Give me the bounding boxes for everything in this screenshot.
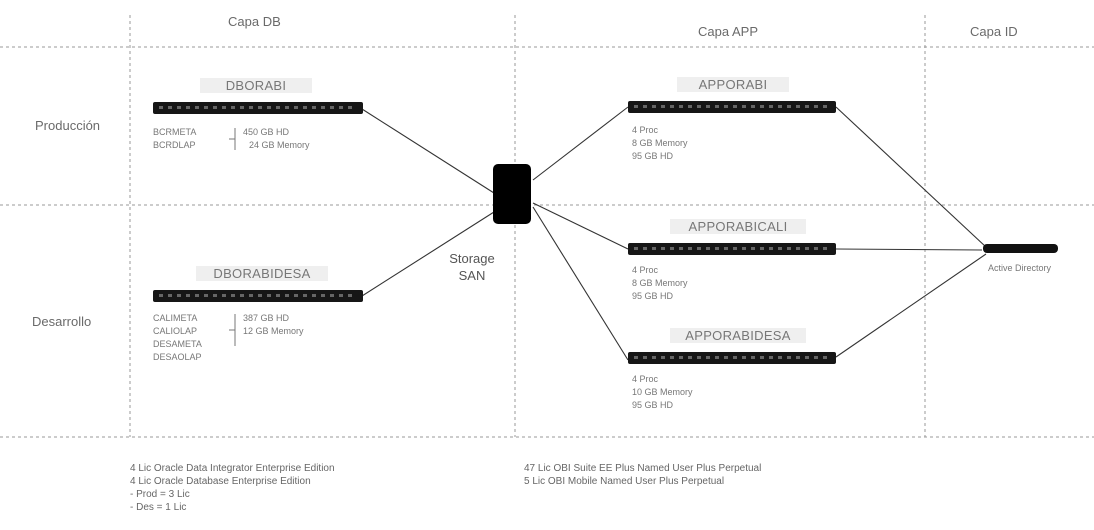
- storage-san-icon: [493, 164, 531, 224]
- spec-item: 12 GB Memory: [243, 326, 304, 336]
- spec-list-apporabidesa: 4 Proc 10 GB Memory 95 GB HD: [632, 373, 693, 412]
- spec-item: 4 Proc: [632, 265, 659, 275]
- server-name-dborabidesa: DBORABIDESA: [196, 266, 328, 281]
- license-line: 4 Lic Oracle Data Integrator Enterprise …: [130, 463, 335, 474]
- license-line: 47 Lic OBI Suite EE Plus Named User Plus…: [524, 463, 762, 474]
- layer-header-id: Capa ID: [970, 24, 1018, 39]
- spec-item: 95 GB HD: [632, 400, 674, 410]
- spec-list-dborabi: 450 GB HD 24 GB Memory: [243, 126, 310, 152]
- link-apporabicali-ad: [835, 248, 983, 251]
- link-dborabidesa-storage: [361, 211, 495, 297]
- server-rack-dborabidesa: [153, 290, 363, 302]
- storage-label: Storage SAN: [447, 250, 497, 284]
- spec-item: 95 GB HD: [632, 151, 674, 161]
- spec-item: 10 GB Memory: [632, 387, 693, 397]
- schema-item: CALIMETA: [153, 313, 198, 323]
- spec-list-apporabicali: 4 Proc 8 GB Memory 95 GB HD: [632, 264, 688, 303]
- schema-item: DESAOLAP: [153, 352, 202, 362]
- bracket-prod: [229, 128, 236, 150]
- spec-item: 95 GB HD: [632, 291, 674, 301]
- license-line: - Des = 1 Lic: [130, 502, 187, 513]
- spec-item: 8 GB Memory: [632, 138, 688, 148]
- link-storage-apporabi: [532, 106, 629, 181]
- schema-item: BCRMETA: [153, 127, 197, 137]
- env-label-production: Producción: [35, 118, 101, 133]
- spec-item: 450 GB HD: [243, 127, 290, 137]
- env-label-development: Desarrollo: [32, 314, 92, 329]
- storage-label-line2: SAN: [458, 268, 486, 283]
- layer-header-app: Capa APP: [698, 24, 758, 39]
- link-apporabidesa-ad: [835, 253, 987, 358]
- schema-item: BCRDLAP: [153, 140, 196, 150]
- schema-item: DESAMETA: [153, 339, 202, 349]
- spec-item: 387 GB HD: [243, 313, 290, 323]
- schema-item: CALIOLAP: [153, 326, 198, 336]
- license-notes-left: 4 Lic Oracle Data Integrator Enterprise …: [130, 462, 335, 514]
- spec-item: 24 GB Memory: [249, 140, 310, 150]
- active-directory-label: Active Directory: [988, 263, 1052, 273]
- server-name-apporabidesa: APPORABIDESA: [670, 328, 806, 343]
- schema-list-prod: BCRMETA BCRDLAP: [153, 126, 196, 152]
- server-rack-dborabi: [153, 102, 363, 114]
- link-storage-apporabidesa: [532, 206, 629, 361]
- spec-item: 4 Proc: [632, 374, 659, 384]
- bracket-dev: [229, 314, 236, 346]
- server-rack-apporabi: [628, 101, 836, 113]
- spec-item: 4 Proc: [632, 125, 659, 135]
- server-rack-apporabicali: [628, 243, 836, 255]
- link-dborabi-storage: [361, 108, 495, 194]
- license-line: 5 Lic OBI Mobile Named User Plus Perpetu…: [524, 476, 725, 487]
- spec-list-apporabi: 4 Proc 8 GB Memory 95 GB HD: [632, 124, 688, 163]
- storage-label-line1: Storage: [449, 251, 495, 266]
- active-directory-server-icon: [983, 244, 1058, 253]
- license-notes-right: 47 Lic OBI Suite EE Plus Named User Plus…: [524, 462, 761, 488]
- server-name-apporabicali: APPORABICALI: [670, 219, 806, 234]
- server-name-apporabi: APPORABI: [677, 77, 789, 92]
- spec-item: 8 GB Memory: [632, 278, 688, 288]
- schema-list-dev: CALIMETA CALIOLAP DESAMETA DESAOLAP: [153, 312, 202, 364]
- spec-list-dborabidesa: 387 GB HD 12 GB Memory: [243, 312, 304, 338]
- license-line: 4 Lic Oracle Database Enterprise Edition: [130, 476, 311, 487]
- server-rack-apporabidesa: [628, 352, 836, 364]
- link-apporabi-ad: [835, 106, 987, 248]
- server-name-dborabi: DBORABI: [200, 78, 312, 93]
- link-storage-apporabicali: [532, 202, 629, 250]
- license-line: - Prod = 3 Lic: [130, 489, 190, 500]
- layer-header-db: Capa DB: [228, 14, 281, 29]
